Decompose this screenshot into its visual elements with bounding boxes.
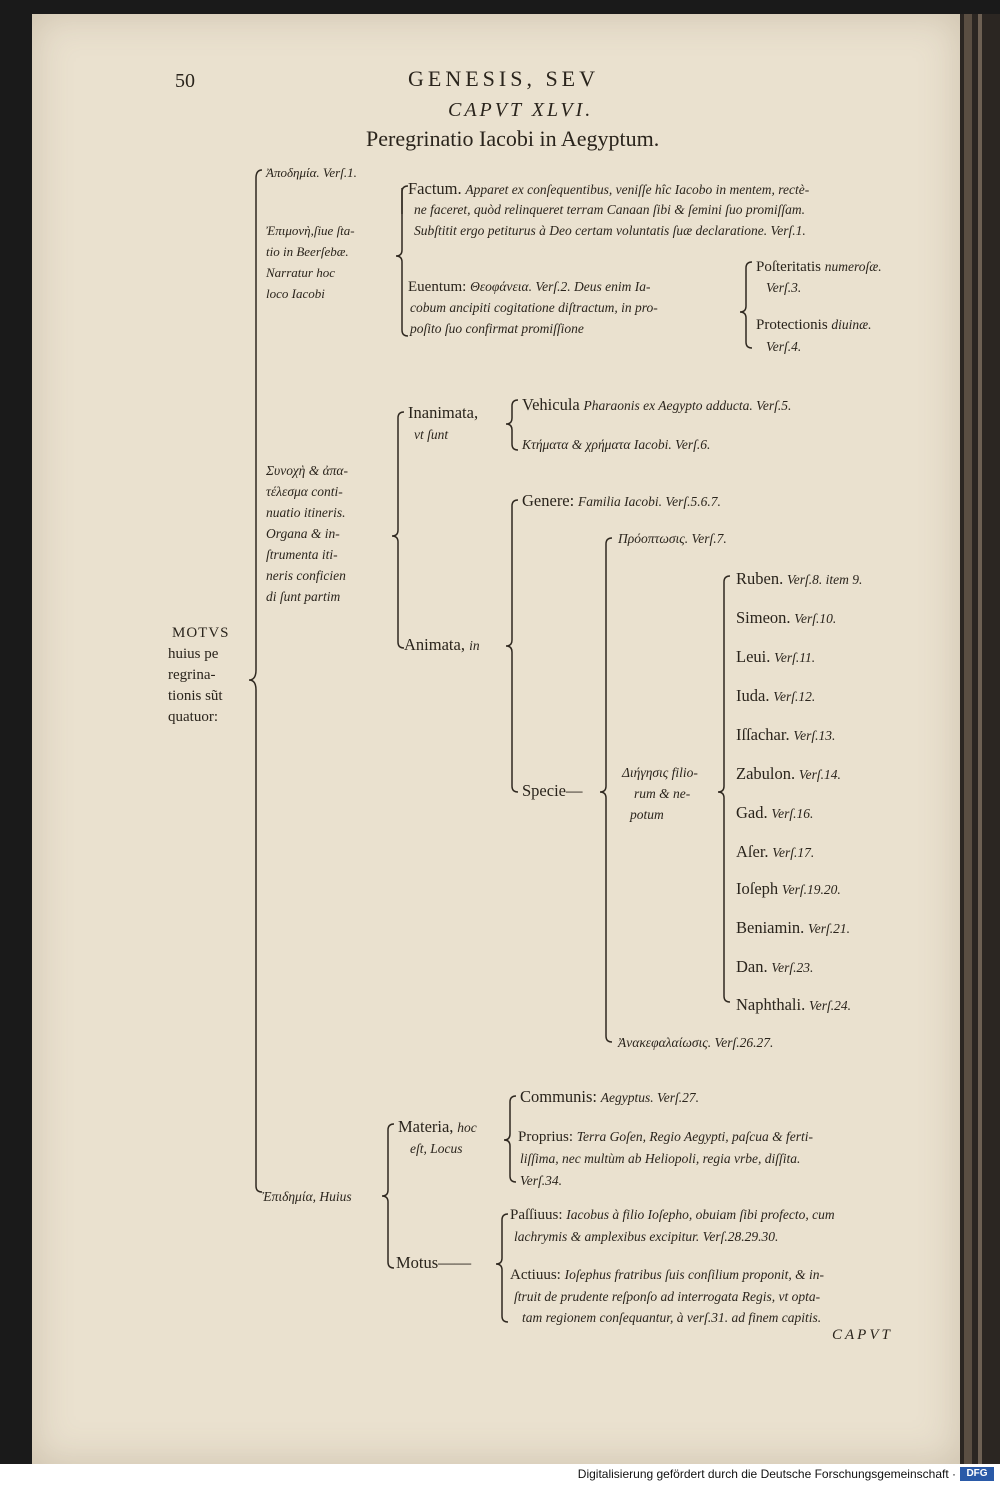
list-item: Beniamin. Verſ.21. — [736, 918, 851, 937]
euentum-brace — [739, 261, 753, 349]
synoche-brace — [391, 411, 405, 649]
motus-label: Motus—— — [396, 1253, 472, 1272]
list-item: Gad. Verſ.16. — [736, 803, 814, 822]
diegesis-brace — [717, 575, 731, 1003]
list-item: Iuda. Verſ.12. — [736, 686, 816, 705]
running-title: GENESIS, SEV — [408, 66, 600, 91]
catchword: CAPVT — [832, 1327, 893, 1343]
animata-brace — [505, 499, 519, 793]
page-number: 50 — [175, 70, 195, 92]
communis-entry: Communis: Aegyptus. Verſ.27. — [520, 1087, 699, 1106]
book-edge — [960, 14, 1000, 1464]
list-item: Zabulon. Verſ.14. — [736, 764, 841, 783]
inanimata-brace — [505, 399, 519, 451]
list-item: Ioſeph Verſ.19.20. — [736, 879, 841, 898]
book-page — [32, 14, 960, 1464]
list-item: Iſſachar. Verſ.13. — [736, 725, 836, 744]
motus-brace — [495, 1213, 509, 1323]
page-title: Peregrinatio Iacobi in Aegyptum. — [366, 126, 660, 151]
list-item: Dan. Verſ.23. — [736, 957, 814, 976]
list-item: Ruben. Verſ.8. item 9. — [736, 569, 863, 588]
dfg-logo[interactable]: DFG — [960, 1467, 994, 1481]
genere-entry: Genere: Familia Iacobi. Verſ.5.6.7. — [522, 491, 721, 510]
vehicula-entry: Vehicula Pharaonis ex Aegypto adducta. V… — [522, 395, 792, 414]
animata-label: Animata, in — [404, 635, 480, 654]
list-item: Simeon. Verſ.10. — [736, 608, 837, 627]
epidemia-label: Ἐπιδημία, Huius — [262, 1189, 352, 1204]
apodemia-entry: Ἀποδημία. Verſ.1. — [266, 165, 357, 180]
root-brace — [248, 169, 263, 1193]
specie-label: Specie— — [522, 781, 583, 800]
list-item: Aſer. Verſ.17. — [736, 842, 815, 861]
epidemia-brace — [381, 1123, 395, 1269]
list-item: Naphthali. Verſ.24. — [736, 995, 851, 1014]
list-item: Leui. Verſ.11. — [736, 647, 816, 666]
materia-brace — [503, 1095, 517, 1183]
footer-credit: Digitalisierung gefördert durch die Deut… — [577, 1467, 956, 1481]
chapter-heading: CAPVT XLVI. — [448, 99, 594, 121]
viewer-footer: Digitalisierung gefördert durch die Deut… — [0, 1464, 1000, 1485]
ktemata-entry: Κτήματα & χρήματα Iacobi. Verſ.6. — [522, 437, 711, 452]
anakephalaiosis-entry: Ἀνακεφαλαίωσις. Verſ.26.27. — [618, 1035, 774, 1050]
prooptosis-entry: Πρόοπτωσις. Verſ.7. — [618, 531, 727, 546]
species-brace — [599, 537, 613, 1043]
